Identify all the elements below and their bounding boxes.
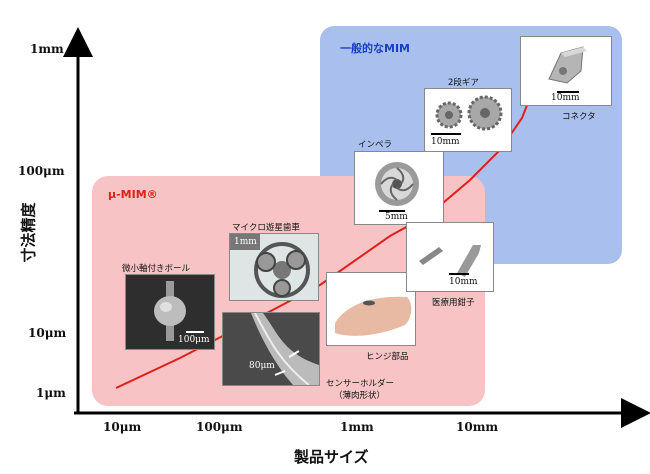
planetary-gear-label: マイクロ遊星歯車 bbox=[232, 223, 300, 233]
mim-zone-label: 一般的なMIM bbox=[340, 42, 410, 55]
y-tick-100um: 100μm bbox=[18, 164, 65, 178]
two-stage-gear-label: 2段ギア bbox=[448, 78, 479, 88]
ball-label: 微小軸付きボール bbox=[122, 264, 191, 274]
connector-photo: 10mm bbox=[520, 36, 612, 106]
sensor-holder-label-line2: （薄肉形状） bbox=[334, 391, 386, 401]
sensor-holder-photo: 80μm bbox=[222, 312, 320, 386]
x-tick-10um: 10μm bbox=[103, 420, 142, 434]
x-tick-10mm: 10mm bbox=[456, 420, 499, 434]
sensor-holder-scale: 80μm bbox=[249, 361, 275, 371]
connector-label: コネクタ bbox=[562, 112, 596, 122]
hinge-label: ヒンジ部品 bbox=[366, 352, 409, 362]
micro-mim-zone-label: μ-MIM® bbox=[108, 188, 158, 201]
x-tick-1mm: 1mm bbox=[340, 420, 374, 434]
ball-scale: 100μm bbox=[178, 335, 210, 345]
y-tick-10um: 10μm bbox=[28, 326, 67, 340]
impeller-photo: 5mm bbox=[354, 151, 444, 225]
forceps-label: 医療用鉗子 bbox=[432, 298, 475, 308]
forceps-photo: 10mm bbox=[406, 222, 494, 292]
two-stage-gear-photo: 10mm bbox=[424, 88, 512, 152]
planetary-gear-photo: 1mm bbox=[229, 233, 319, 301]
planetary-gear-scale: 1mm bbox=[234, 237, 257, 247]
impeller-scale: 5mm bbox=[385, 212, 408, 222]
x-tick-100um: 100μm bbox=[196, 420, 243, 434]
hinge-photo bbox=[326, 272, 416, 346]
y-tick-1um: 1μm bbox=[36, 386, 66, 400]
x-axis-title: 製品サイズ bbox=[294, 448, 369, 466]
impeller-label: インペラ bbox=[358, 140, 393, 150]
ball-photo: 100μm bbox=[125, 274, 215, 350]
forceps-scale: 10mm bbox=[449, 277, 478, 287]
y-tick-1mm: 1mm bbox=[30, 42, 64, 56]
y-axis-title: 寸法精度 bbox=[19, 202, 38, 263]
connector-scale: 10mm bbox=[551, 93, 580, 103]
two-stage-gear-scale: 10mm bbox=[431, 137, 460, 147]
sensor-holder-label-line1: センサーホルダー bbox=[326, 379, 395, 389]
